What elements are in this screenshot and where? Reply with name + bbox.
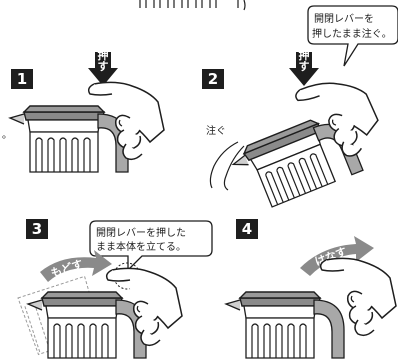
step-2-stream-2	[223, 145, 245, 191]
step-2-arrow-label: 押す	[299, 48, 310, 73]
step-4-panel: 4 はなす	[225, 219, 397, 359]
step-3-badge: 3	[26, 219, 48, 239]
step-3-callout: 開閉レバーを押した まま本体を立てる。	[89, 220, 213, 272]
step-1-dot: 。	[2, 130, 12, 141]
step-1-arrow-label: 押す	[98, 48, 109, 73]
step-3-panel: 3 開閉レバーを押した まま本体を立てる。 もどす	[17, 219, 213, 359]
step-2-callout-line-1: 開閉レバーを	[314, 13, 374, 25]
step-3-callout-line-1: 開閉レバーを押した	[96, 226, 186, 239]
step-1-press-arrow: 押す	[88, 48, 118, 86]
step-4-badge: 4	[236, 219, 258, 239]
step-3-number: 3	[32, 220, 42, 238]
step-2-stream	[209, 141, 239, 189]
step-2-press-arrow: 押す	[289, 48, 319, 86]
step-1-jug	[9, 105, 129, 173]
step-1-panel: 1 押す 。	[2, 48, 165, 173]
step-2-pour-label: 注ぐ	[206, 124, 226, 137]
step-2-badge: 2	[202, 69, 224, 89]
step-2-panel: 2 押す 開閉レバーを 押したまま注ぐ。 注ぐ	[202, 5, 398, 216]
step-1-badge: 1	[11, 69, 33, 89]
step-1-number: 1	[17, 70, 27, 88]
step-4-number: 4	[242, 220, 252, 238]
top-fragment	[139, 0, 246, 11]
step-2-callout-line-2: 押したまま注ぐ。	[312, 27, 392, 40]
step-2-number: 2	[208, 70, 218, 88]
step-2-callout: 開閉レバーを 押したまま注ぐ。	[307, 5, 398, 67]
step-4-jug	[225, 291, 345, 359]
step-3-callout-line-2: まま本体を立てる。	[96, 240, 186, 253]
step-3-jug	[27, 291, 147, 359]
